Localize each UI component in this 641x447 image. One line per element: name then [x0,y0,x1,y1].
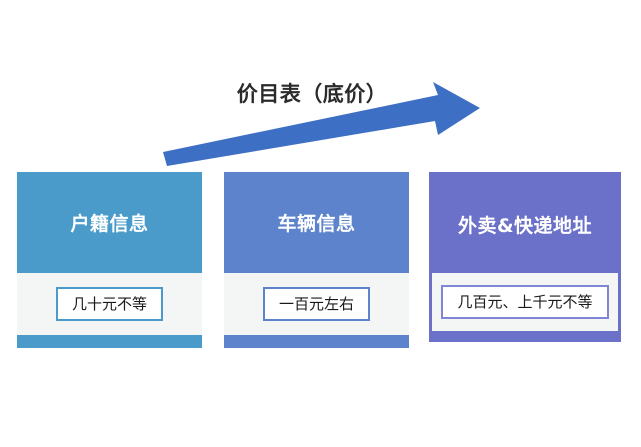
card-body-delivery: 几百元、上千元不等 [432,273,618,331]
card-header-household: 户籍信息 [17,172,202,273]
card-footer-bar-household [17,335,202,348]
price-value-household: 几十元不等 [55,287,163,321]
card-footer-bar-vehicle [224,335,409,348]
card-footer-bar-delivery [432,331,618,339]
card-header-delivery: 外卖&快递地址 [432,175,618,273]
price-card-vehicle[interactable]: 车辆信息 一百元左右 [224,172,409,348]
price-value-vehicle: 一百元左右 [262,287,370,321]
price-card-household[interactable]: 户籍信息 几十元不等 [17,172,202,348]
growth-arrow-icon [163,82,480,166]
price-value-delivery: 几百元、上千元不等 [441,285,609,319]
page-title: 价目表（底价） [236,82,388,106]
card-body-vehicle: 一百元左右 [224,273,409,335]
card-header-vehicle: 车辆信息 [224,172,409,273]
price-card-delivery[interactable]: 外卖&快递地址 几百元、上千元不等 [429,172,621,342]
card-body-household: 几十元不等 [17,273,202,335]
